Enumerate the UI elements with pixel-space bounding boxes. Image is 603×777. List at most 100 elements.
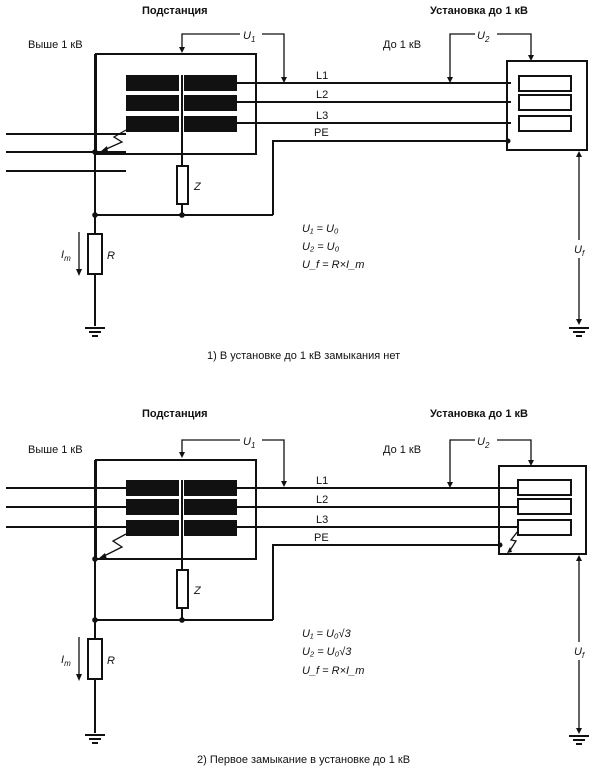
ground-icon (569, 735, 589, 745)
winding-secondary-3 (184, 520, 237, 536)
junction (92, 212, 98, 218)
fault-arrow-head (100, 146, 108, 152)
load-2 (518, 94, 572, 111)
conductor-label-pe: PE (314, 127, 329, 139)
im-label: Im (61, 249, 71, 263)
low-voltage-label: До 1 кВ (383, 39, 421, 51)
junction (92, 149, 98, 155)
load-2 (517, 498, 572, 515)
winding-primary-3 (126, 520, 179, 536)
winding-primary-3 (126, 116, 179, 132)
resistor-r (87, 233, 103, 275)
winding-primary-2 (126, 499, 179, 515)
uf-label: Uf (574, 646, 585, 660)
r-label: R (107, 655, 115, 667)
im-label: Im (61, 654, 71, 668)
caption: 1) В установке до 1 кВ замыкания нет (207, 350, 400, 362)
equation-2: U₂ = U₀√3 (302, 646, 352, 658)
winding-secondary-2 (184, 95, 237, 111)
u2-bracket-left (449, 439, 475, 485)
im-arrow-head (76, 674, 82, 681)
conductor-pe (272, 544, 500, 620)
conductor-label-l3: L3 (316, 110, 328, 122)
conductor-label-l1: L1 (316, 475, 328, 487)
low-voltage-label: До 1 кВ (383, 444, 421, 456)
z-label: Z (193, 585, 202, 597)
junction (179, 617, 185, 623)
impedance-z (176, 569, 189, 609)
ground-icon (569, 327, 589, 337)
ground-icon (85, 327, 105, 337)
load-1 (518, 75, 572, 92)
resistor-r (87, 638, 103, 680)
equation-3: U_f = R×I_m (302, 665, 364, 677)
conductor-label-l3: L3 (316, 514, 328, 526)
u1-bracket-left (181, 439, 240, 452)
fault-zigzag-icon (103, 533, 127, 557)
fault-arrow-head (507, 547, 512, 553)
u2-bracket-left (449, 33, 475, 80)
winding-secondary-2 (184, 499, 237, 515)
winding-primary-1 (126, 75, 179, 91)
u1-bracket-left (181, 33, 240, 47)
u2-bracket-right (497, 439, 532, 463)
u1-label: U1 (243, 30, 255, 44)
fault-zigzag-icon (508, 530, 519, 553)
u2-arrow-head (528, 460, 534, 466)
uf-arrow-head (576, 728, 582, 734)
winding-primary-2 (126, 95, 179, 111)
u1-bracket-right (262, 439, 285, 484)
conductor-label-l2: L2 (316, 89, 328, 101)
r-label: R (107, 250, 115, 262)
equation-3: U_f = R×I_m (302, 259, 364, 271)
u1-label: U1 (243, 436, 255, 450)
u2-bracket-right (497, 33, 532, 58)
u1-arrow-head (281, 77, 287, 83)
uf-arrow-head (576, 555, 582, 561)
substation-title: Подстанция (142, 5, 208, 17)
installation-title: Установка до 1 кВ (430, 408, 528, 420)
equation-1: U₁ = U₀√3 (302, 628, 352, 640)
z-label: Z (193, 181, 202, 193)
installation-box (506, 60, 588, 151)
junction (92, 556, 98, 562)
u1-bracket-right (262, 33, 285, 80)
substation-title: Подстанция (142, 408, 208, 420)
junction (179, 212, 185, 218)
load-1 (517, 479, 572, 496)
uf-label: Uf (574, 244, 585, 258)
conductor-label-pe: PE (314, 532, 329, 544)
load-3 (517, 519, 572, 536)
winding-secondary-1 (184, 75, 237, 91)
u2-label: U2 (477, 436, 490, 450)
u1-arrow-head (281, 481, 287, 487)
u2-label: U2 (477, 30, 490, 44)
installation-title: Установка до 1 кВ (430, 5, 528, 17)
load-3 (518, 115, 572, 132)
equation-1: U₁ = U₀ (302, 223, 339, 235)
winding-secondary-3 (184, 116, 237, 132)
u2-arrow-head (528, 55, 534, 61)
caption: 2) Первое замыкание в установке до 1 кВ (197, 754, 410, 766)
winding-secondary-1 (184, 480, 237, 496)
conductor-pe (272, 140, 508, 215)
installation-box (498, 465, 587, 555)
junction (92, 617, 98, 623)
uf-arrow-head (576, 151, 582, 157)
diagram-1: Подстанция Установка до 1 кВ Выше 1 кВ Д… (6, 5, 589, 362)
impedance-z (176, 165, 189, 205)
conductor-label-l2: L2 (316, 494, 328, 506)
high-voltage-label: Выше 1 кВ (28, 39, 83, 51)
u2-arrow-head (447, 77, 453, 83)
winding-primary-1 (126, 480, 179, 496)
fault-zigzag-icon (103, 129, 127, 151)
im-arrow-head (76, 269, 82, 276)
u1-arrow-head (179, 47, 185, 53)
fault-arrow-head (98, 553, 107, 559)
uf-arrow-head (576, 319, 582, 325)
ground-icon (85, 734, 105, 744)
equation-2: U₂ = U₀ (302, 241, 340, 253)
u1-arrow-head (179, 452, 185, 458)
conductor-label-l1: L1 (316, 70, 328, 82)
